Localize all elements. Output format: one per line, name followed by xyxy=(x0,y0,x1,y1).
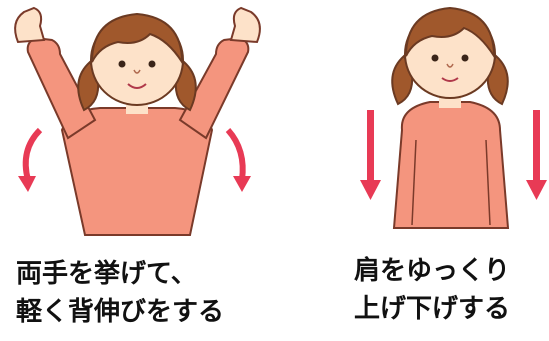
exercise-arms-raised: 両手を挙げて、 軽く背伸びをする xyxy=(14,6,261,331)
girl-shoulders-illustration xyxy=(360,6,547,229)
curved-down-arrow-icon xyxy=(225,127,251,192)
caption-line: 両手を挙げて、 xyxy=(16,259,197,289)
down-arrow-icon xyxy=(526,110,547,200)
curved-down-arrow-icon xyxy=(18,127,43,192)
caption-line: 上げ下げする xyxy=(354,294,511,324)
girl-arms-raised-illustration xyxy=(14,6,261,236)
caption-arms-raised: 両手を挙げて、 軽く背伸びをする xyxy=(16,255,224,331)
caption-line: 肩をゆっくり xyxy=(354,256,511,286)
exercise-shoulders-down: 肩をゆっくり 上げ下げする xyxy=(340,0,549,341)
caption-shoulders-down: 肩をゆっくり 上げ下げする xyxy=(354,252,510,328)
down-arrow-icon xyxy=(360,110,381,200)
caption-line: 軽く背伸びをする xyxy=(16,297,225,327)
